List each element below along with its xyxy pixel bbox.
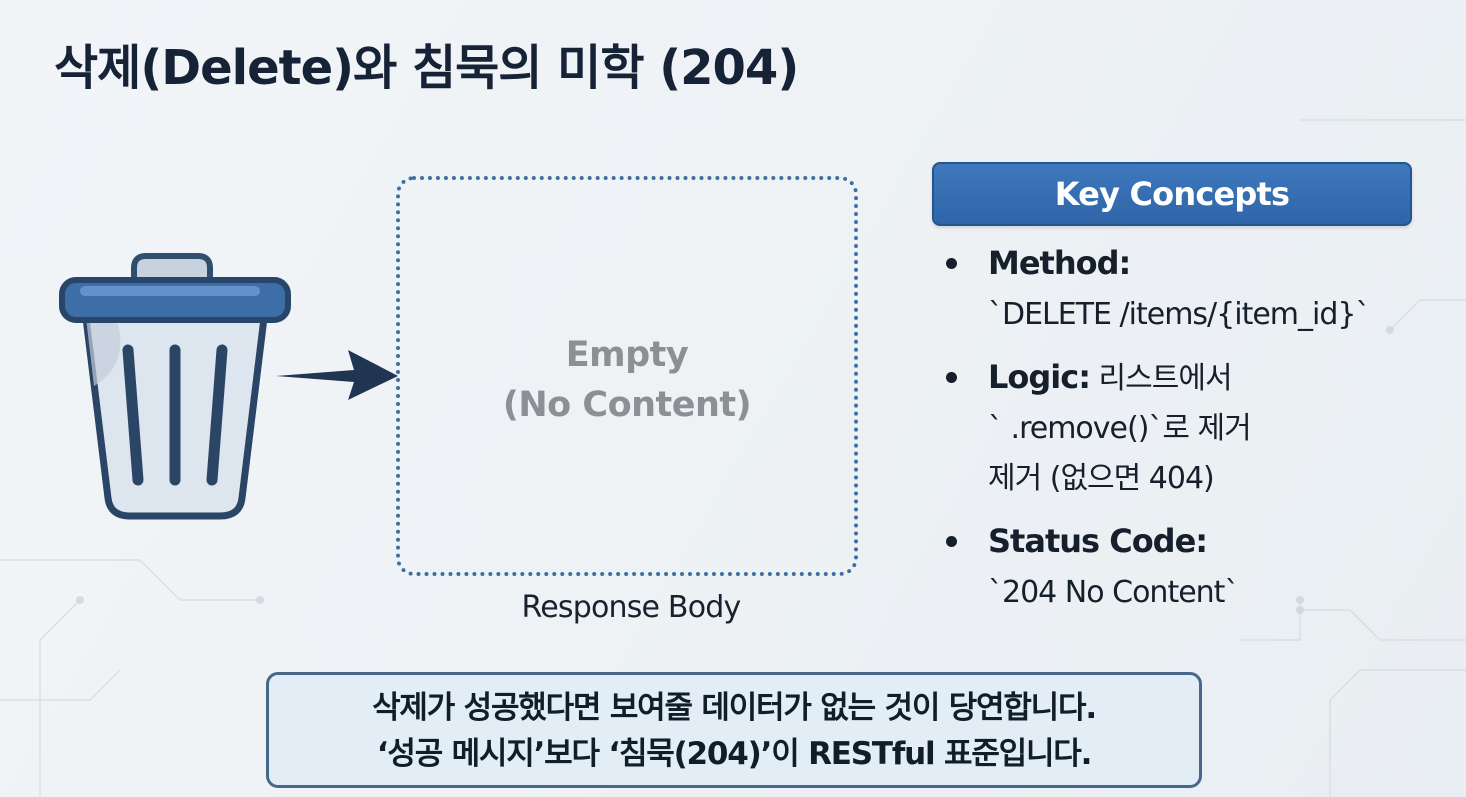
summary-note-box: 삭제가 성공했다면 보여줄 데이터가 없는 것이 당연합니다. ‘성공 메시지’… [266,672,1202,788]
concept-status-label: Status Code: [988,522,1208,560]
response-body-caption: Response Body [521,590,742,625]
concept-status-code: Status Code: `204 No Content` [944,516,1444,618]
trash-can-icon [59,253,291,520]
concept-method: Method: `DELETE /items/{item_id}` [944,238,1444,340]
concept-logic-label: Logic: [988,358,1091,396]
empty-label: Empty (No Content) [400,330,854,430]
arrow-right-icon [276,350,398,400]
page-title: 삭제(Delete)와 침묵의 미학 (204) [54,40,799,96]
concept-logic: Logic: 리스트에서 ` .remove()`로 제거 제거 (없으면 40… [944,352,1444,504]
concept-logic-line2: ` .remove()`로 제거 [988,411,1252,446]
concept-logic-line3: 제거 (없으면 404) [988,461,1215,496]
summary-note-line2: ‘성공 메시지’보다 ‘침묵(204)’이 RESTful 표준입니다. [376,736,1093,772]
response-body-box: Empty (No Content) [396,176,858,576]
bullet-icon [946,372,957,383]
empty-label-line1: Empty [565,335,689,375]
bullet-icon [946,536,957,547]
key-concepts-header: Key Concepts [932,162,1412,226]
concept-method-label: Method: [988,244,1131,282]
bullet-icon [946,258,957,269]
concept-method-value: `DELETE /items/{item_id}` [988,297,1371,332]
summary-note-line1: 삭제가 성공했다면 보여줄 데이터가 없는 것이 당연합니다. [372,690,1097,726]
concept-status-value: `204 No Content` [988,575,1239,610]
empty-label-line2: (No Content) [502,385,752,425]
key-concepts-list: Method: `DELETE /items/{item_id}` Logic:… [944,238,1444,630]
concept-logic-text: 리스트에서 [1090,361,1233,396]
